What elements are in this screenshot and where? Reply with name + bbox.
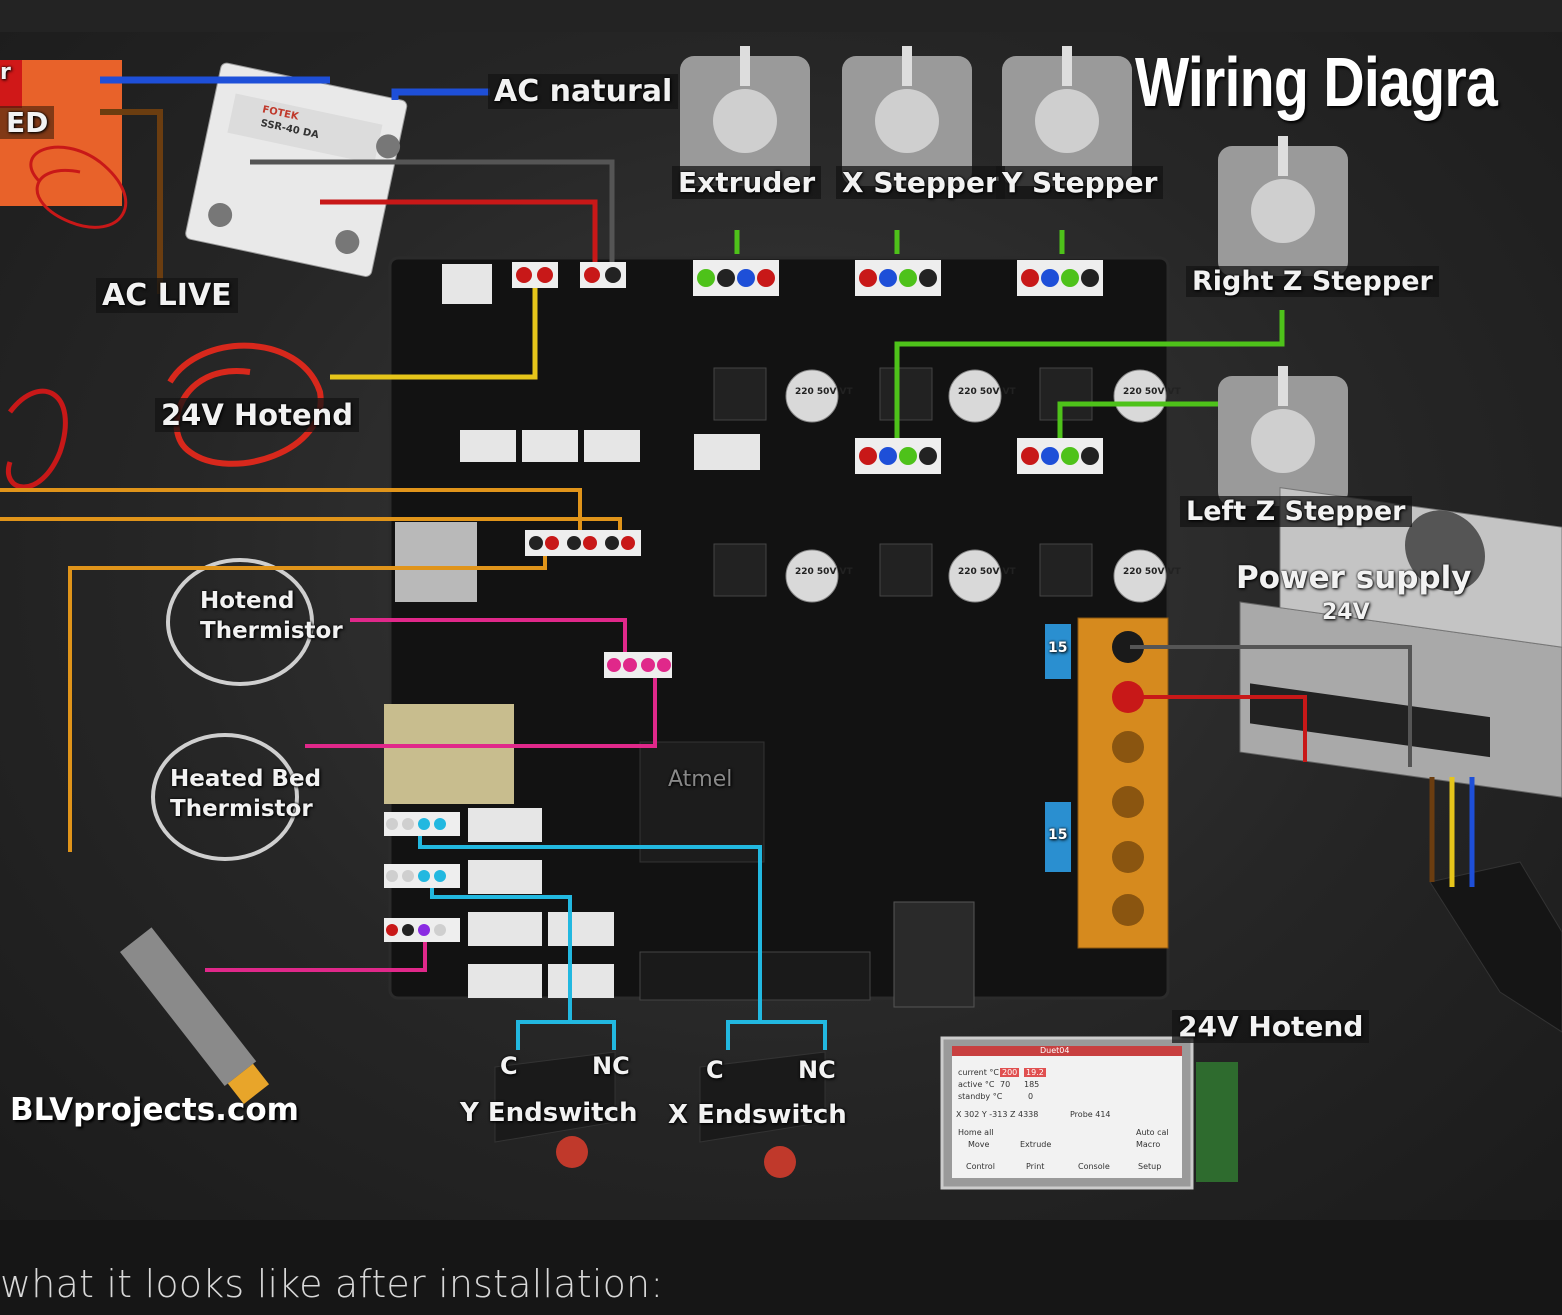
- hotend-24v-label: 24V Hotend: [155, 398, 360, 432]
- lcd-console[interactable]: Console: [1078, 1162, 1110, 1171]
- hotend-thermistor-label-1: Hotend: [200, 588, 295, 614]
- lcd-current-b: 19.2: [1024, 1068, 1046, 1077]
- hotend-thermistor-coil: [166, 558, 314, 686]
- solid-state-relay: [185, 62, 408, 277]
- lcd-current-label: current °C: [958, 1068, 999, 1077]
- capacitor-label-6: 220 50V VT: [1123, 567, 1181, 577]
- x-stepper-motor: [842, 46, 972, 186]
- power-supply-unit: [1239, 487, 1562, 798]
- heated-bed-label: ED: [0, 106, 55, 139]
- heated-bed: [0, 60, 128, 229]
- left-red-coil: [6, 388, 68, 490]
- lcd-display: [940, 1036, 1238, 1190]
- caption-area: [0, 1220, 1562, 1315]
- lcd-active-label[interactable]: active °C: [958, 1080, 995, 1089]
- capacitor-label-4: 220 50V VT: [795, 567, 853, 577]
- lcd-current-a: 200: [1000, 1068, 1020, 1077]
- bed-thermistor-label-1: Heated Bed: [170, 766, 322, 792]
- y-stepper-label: Y Stepper: [996, 166, 1164, 199]
- capacitor-label-3: 220 50V VT: [1123, 387, 1181, 397]
- y-stepper-motor: [1002, 46, 1132, 186]
- lcd-print[interactable]: Print: [1026, 1162, 1045, 1171]
- atmel-chip-label: Atmel: [668, 767, 733, 792]
- x-stepper-label: X Stepper: [836, 166, 1005, 199]
- capacitor-label-5: 220 50V VT: [958, 567, 1016, 577]
- lcd-active-b[interactable]: 185: [1024, 1080, 1040, 1089]
- y-endswitch-label: Y Endswitch: [460, 1098, 638, 1128]
- right-z-motor: [1218, 136, 1348, 276]
- fuse-label-2: 15: [1048, 827, 1068, 843]
- right-z-stepper-label: Right Z Stepper: [1186, 266, 1439, 297]
- hotend-thermistor-label-2: Thermistor: [200, 618, 343, 644]
- probe-sensor: [120, 927, 270, 1104]
- ac-plug: [1429, 861, 1562, 1033]
- capacitor-label-2: 220 50V VT: [958, 387, 1016, 397]
- display-hotend-label: 24V Hotend: [1172, 1010, 1370, 1043]
- wiring-diagram-image: Wiring Diagra r ED AC natural AC LIVE Ex…: [0, 32, 1562, 1220]
- power-supply-voltage-label: 24V: [1322, 600, 1370, 625]
- lcd-move[interactable]: Move: [968, 1140, 990, 1149]
- left-z-motor: [1218, 366, 1348, 506]
- extruder-label: Extruder: [672, 166, 822, 199]
- diagram-title: Wiring Diagra: [1135, 43, 1498, 121]
- x-endswitch-body: [699, 1051, 826, 1178]
- lcd-setup[interactable]: Setup: [1138, 1162, 1162, 1171]
- controller-board: [384, 256, 1170, 1008]
- capacitor-label-1: 220 50V VT: [795, 387, 853, 397]
- extruder-motor: [680, 46, 810, 186]
- x-endswitch-nc-label: NC: [798, 1056, 836, 1084]
- lcd-title: Duet04: [1040, 1046, 1070, 1055]
- ac-natural-label: AC natural: [488, 74, 679, 109]
- caption-text: what it looks like after installation:: [0, 1262, 664, 1306]
- site-watermark: BLVprojects.com: [10, 1092, 299, 1128]
- ac-live-label: AC LIVE: [96, 278, 238, 313]
- x-endswitch-label: X Endswitch: [668, 1100, 847, 1130]
- lcd-macro[interactable]: Macro: [1136, 1140, 1161, 1149]
- top-bar: [0, 0, 1562, 32]
- lcd-home-all[interactable]: Home all: [958, 1128, 994, 1137]
- lcd-probe: Probe 414: [1070, 1110, 1111, 1119]
- fuse-label-1: 15: [1048, 640, 1068, 656]
- left-z-stepper-label: Left Z Stepper: [1180, 496, 1412, 527]
- bed-thermistor-coil: [151, 733, 299, 861]
- x-endswitch-c-label: C: [706, 1056, 724, 1084]
- lcd-extrude[interactable]: Extrude: [1020, 1140, 1052, 1149]
- power-supply-label: Power supply: [1236, 560, 1472, 596]
- y-endswitch-nc-label: NC: [592, 1052, 630, 1080]
- lcd-control[interactable]: Control: [966, 1162, 995, 1171]
- bed-thermistor-label-2: Thermistor: [170, 796, 313, 822]
- lcd-active-a[interactable]: 70: [1000, 1080, 1011, 1089]
- lcd-coords: X 302 Y -313 Z 4338: [956, 1110, 1039, 1119]
- connector-dots: [384, 260, 1103, 942]
- y-endswitch-c-label: C: [500, 1052, 518, 1080]
- y-endswitch-body: [494, 1051, 616, 1168]
- lcd-standby-label: standby °C: [958, 1092, 1003, 1101]
- lcd-standby-b[interactable]: 0: [1028, 1092, 1034, 1101]
- heated-bed-label-top: r: [0, 60, 11, 85]
- lcd-auto-cal[interactable]: Auto cal: [1136, 1128, 1169, 1137]
